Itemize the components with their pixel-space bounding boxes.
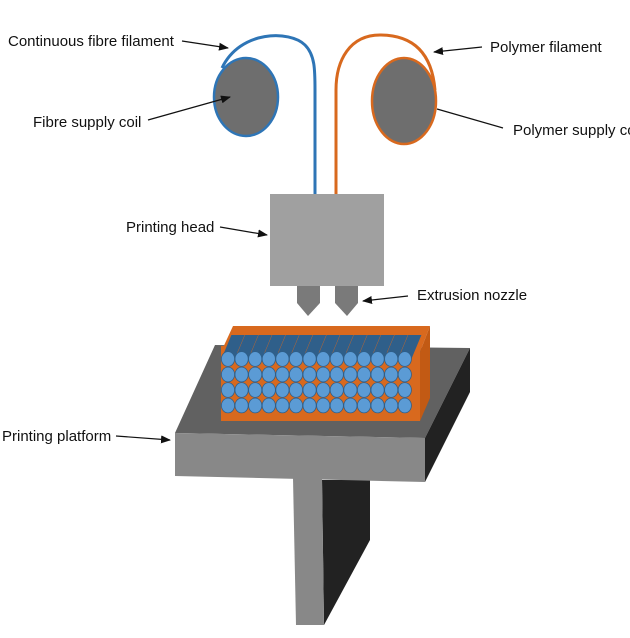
printed-part	[220, 326, 430, 421]
fibre-rod-end	[329, 382, 344, 398]
fibre-rod-end	[288, 382, 303, 398]
fibre-rod-end	[261, 397, 276, 414]
fibre-rod-end	[370, 397, 385, 414]
fibre-rod-end	[261, 382, 276, 398]
fibre-rod-end	[288, 397, 303, 414]
fibre-rod-end	[288, 351, 303, 367]
fibre-rod-end	[316, 382, 331, 398]
extrusion-nozzle-right	[335, 286, 358, 316]
fibre-supply-coil	[212, 56, 280, 138]
leader-line	[436, 108, 504, 129]
fibre-rod-end	[384, 351, 399, 367]
polymer-supply-coil	[370, 56, 438, 146]
fibre-rod-end	[302, 366, 317, 383]
fibre-rod-end	[370, 351, 385, 367]
printing-head	[270, 194, 384, 286]
fibre-rod-end	[356, 366, 371, 383]
fibre-rod-end	[397, 366, 412, 383]
label-fibre-supply-coil: Fibre supply coil	[33, 114, 141, 131]
arrow-icon	[181, 40, 229, 51]
fibre-rod-end	[316, 366, 331, 383]
fibre-rod-end	[316, 397, 331, 414]
fibre-rod-end	[275, 366, 290, 383]
fibre-rod-end	[220, 366, 235, 383]
arrow-icon	[362, 295, 409, 304]
fibre-rod-end	[329, 397, 344, 414]
fibre-rod-end	[343, 366, 358, 383]
fibre-rod-end	[343, 351, 358, 367]
label-continuous-fibre-filament: Continuous fibre filament	[8, 33, 175, 50]
fibre-rod-end	[302, 351, 317, 367]
platform-side	[425, 348, 470, 482]
fibre-rod-end	[248, 382, 263, 398]
fibre-rod-end	[329, 366, 344, 383]
fibre-rod-end	[397, 351, 412, 367]
platform-leg	[293, 478, 324, 625]
fibre-rod-end	[248, 351, 263, 367]
fibre-rod-end	[234, 351, 249, 367]
fibre-rod-end	[275, 351, 290, 367]
fibre-rod-end	[302, 382, 317, 398]
continuous-fibre-filament	[220, 34, 317, 196]
label-extrusion-nozzle: Extrusion nozzle	[417, 287, 527, 304]
fibre-rod-end	[220, 382, 235, 398]
arrow-icon	[115, 435, 171, 444]
fibre-rod-end	[370, 366, 385, 383]
fibre-rod-end	[384, 366, 399, 383]
fibre-rod-end	[356, 382, 371, 398]
label-polymer-filament: Polymer filament	[490, 39, 603, 56]
fibre-rod-end	[288, 366, 303, 383]
extrusion-nozzle-left	[297, 286, 320, 316]
label-polymer-supply-coil: Polymer supply coil	[513, 122, 630, 139]
fibre-rod-end	[248, 397, 263, 414]
platform-front	[175, 433, 425, 482]
fibre-rod-end	[384, 382, 399, 398]
fibre-rod-end	[384, 397, 399, 414]
part-matrix-side	[420, 326, 430, 421]
label-printing-platform: Printing platform	[2, 428, 111, 445]
fibre-rod-end	[275, 382, 290, 398]
fibre-rod-end	[343, 397, 358, 414]
fibre-rod-end	[220, 351, 235, 367]
arrow-icon	[219, 226, 268, 238]
fibre-rod-end	[220, 397, 235, 414]
fibre-rod-end	[275, 397, 290, 414]
fibre-rod-end	[302, 397, 317, 414]
fibre-rod-end	[248, 366, 263, 383]
fibre-rod-end	[261, 366, 276, 383]
fibre-rod-end	[397, 397, 412, 414]
fibre-rod-end	[343, 382, 358, 398]
fibre-rod-end	[370, 382, 385, 398]
fibre-rod-end	[234, 366, 249, 383]
arrow-icon	[147, 95, 231, 121]
platform-leg-shadow	[322, 480, 370, 625]
label-printing-head: Printing head	[126, 219, 214, 236]
fibre-rod-end	[261, 351, 276, 367]
fibre-rod-end	[316, 351, 331, 367]
fibre-rod-end	[356, 351, 371, 367]
fibre-rod-end	[329, 351, 344, 367]
polymer-filament	[334, 33, 437, 196]
fibre-rod-end	[356, 397, 371, 414]
fibre-rod-end	[234, 397, 249, 414]
fibre-rod-end	[234, 382, 249, 398]
arrow-icon	[433, 46, 483, 56]
fibre-rod-end	[397, 382, 412, 398]
